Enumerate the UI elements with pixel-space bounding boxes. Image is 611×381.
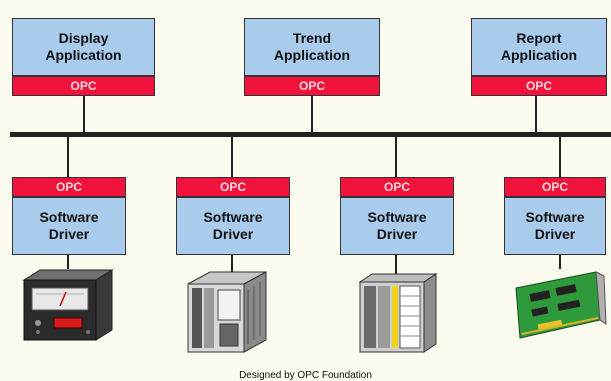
app-label-line1: Report [516,30,562,46]
connector-driver-4 [559,137,561,177]
connector-driver-1 [67,137,69,177]
driver-label-line2: Driver [212,226,254,242]
device-connector-4 [559,255,561,269]
driver-1-opc-bar: OPC [12,177,126,197]
device-connector-2 [231,255,233,275]
app-label-line1: Trend [292,30,332,46]
interface-card-icon [515,271,607,339]
app-label-line2: Application [273,47,351,63]
app-label-line2: Application [45,47,122,63]
driver-label-line1: Software [367,209,427,225]
device-connector-3 [395,255,397,275]
device-connector-1 [67,255,69,269]
driver-label-line1: Software [39,209,99,225]
trend-opc-bar: OPC [244,76,380,96]
connector-report [535,96,537,132]
driver-3-opc-bar: OPC [340,177,454,197]
connector-driver-2 [231,137,233,177]
credit-caption: Designed by OPC Foundation [239,370,372,381]
plc-module-icon [187,271,267,353]
connector-display [83,96,85,132]
connector-trend [311,96,313,132]
report-opc-bar: OPC [471,76,607,96]
app-label-line1: Display [58,30,109,46]
io-rack-icon [358,273,438,353]
driver-label-line1: Software [203,209,263,225]
app-label-line2: Application [500,47,578,63]
driver-label-line2: Driver [48,226,90,242]
network-bus [10,132,611,137]
driver-4-opc-bar: OPC [504,177,606,197]
driver-2-opc-bar: OPC [176,177,290,197]
display-opc-bar: OPC [12,76,155,96]
connector-driver-3 [395,137,397,177]
driver-label-line2: Driver [376,226,418,242]
panel-meter-icon [22,269,114,341]
driver-label-line1: Software [525,209,585,225]
driver-label-line2: Driver [534,226,576,242]
